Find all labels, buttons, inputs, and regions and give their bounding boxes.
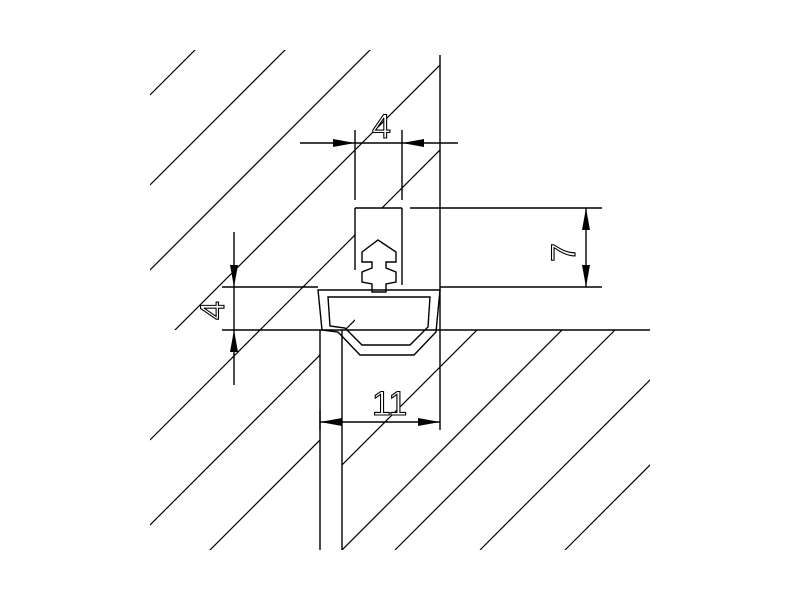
lower-left-hatching [150, 330, 320, 550]
dimension-bottom-width: 11 [320, 384, 440, 426]
dimension-label-right-height: 7 [545, 243, 583, 262]
frame-outlines [222, 55, 650, 550]
dimension-left-height: 4 [193, 232, 238, 385]
dimension-label-bottom-width: 11 [372, 385, 407, 423]
dimension-label-top-width: 4 [372, 108, 391, 146]
seal-profile [317, 239, 441, 356]
seal-groove [354, 207, 403, 285]
dimension-right-height: 7 [544, 208, 590, 287]
dimension-label-left-height: 4 [194, 301, 232, 320]
lower-right-hatching [342, 330, 650, 550]
extension-lines [222, 130, 602, 430]
dimension-top-width: 4 [300, 107, 458, 147]
